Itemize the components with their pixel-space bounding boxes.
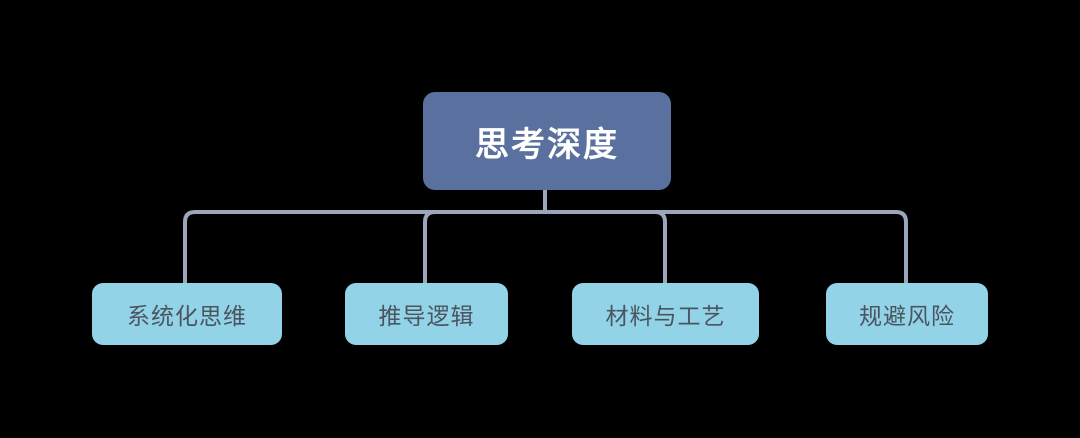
child-node-risk-avoidance[interactable]: 规避风险	[826, 283, 988, 345]
child-node-deductive-logic[interactable]: 推导逻辑	[345, 283, 508, 345]
connector-bus	[183, 210, 908, 283]
child-node-systematic-thinking[interactable]: 系统化思维	[92, 283, 282, 345]
connector-drop-1	[423, 210, 436, 283]
root-node[interactable]: 思考深度	[423, 92, 671, 190]
child-node-materials-and-craft[interactable]: 材料与工艺	[572, 283, 759, 345]
connector-drop-2	[654, 210, 667, 283]
